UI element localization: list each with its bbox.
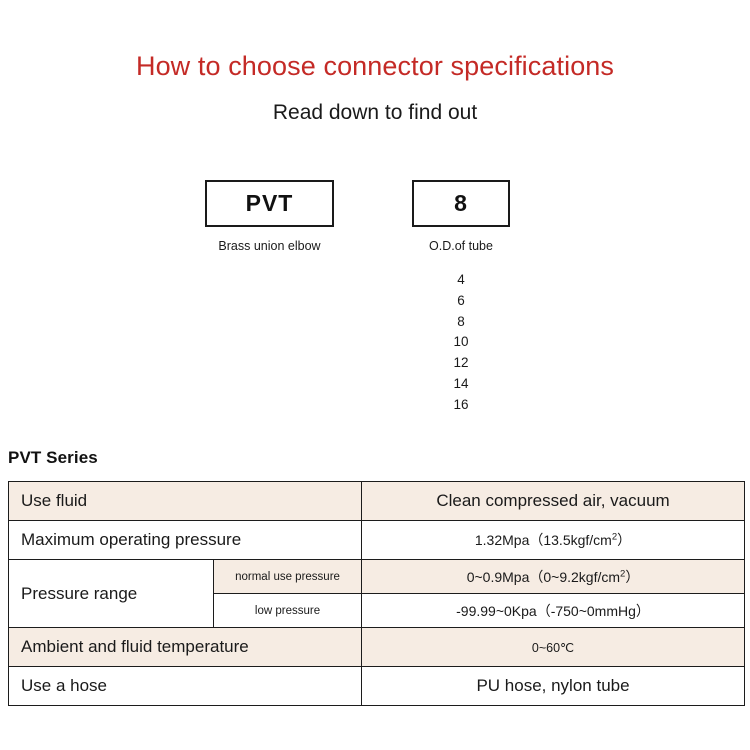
value-text-suffix: ） [617,532,632,548]
spec-sub-value: 0~0.9Mpa（0~9.2kgf/cm2） [361,559,746,594]
value-text-suffix: ） [625,568,640,585]
value-superscript: 2 [620,567,626,579]
page-subtitle: Read down to find out [272,101,478,124]
table-row: Ambient and fluid temperature 0~60℃ [7,627,746,667]
value-text: 0~0.9Mpa（0~9.2kgf/cm [466,568,621,585]
spec-row-label: Ambient and fluid temperature [7,627,363,667]
spec-row-label: Maximum operating pressure [7,520,363,560]
table-row: Use fluid Clean compressed air, vacuum [7,481,746,521]
selector-diagram: PVT Brass union elbow 8 O.D.of tube 4 6 … [0,180,750,430]
spec-row-value: PU hose, nylon tube [361,666,746,706]
tube-size-option[interactable]: 12 [453,355,469,371]
spec-row-label: Use fluid [7,481,363,521]
spec-row-label: Use a hose [7,666,363,706]
spec-sub-value: -99.99~0Kpa（-750~0mmHg） [361,593,746,628]
tube-size-option[interactable]: 10 [453,334,469,350]
tube-size-option-list: 4 6 8 10 12 14 16 [412,270,510,416]
series-code-caption: Brass union elbow [218,239,321,253]
specification-table: Use fluid Clean compressed air, vacuum M… [7,481,746,706]
spec-sub-label: normal use pressure [212,559,363,594]
tube-size-box[interactable]: 8 [412,180,510,227]
tube-size-option[interactable]: 8 [457,313,465,329]
table-row: Maximum operating pressure 1.32Mpa（13.5k… [7,520,746,560]
spec-sub-label: low pressure [212,593,363,628]
value-superscript: 2 [611,531,618,543]
tube-size-caption: O.D.of tube [429,239,493,253]
page-title: How to choose connector specifications [135,51,615,81]
tube-size-option[interactable]: 6 [457,292,465,308]
series-section-label: PVT Series [8,448,98,467]
spec-row-value: 0~60℃ [361,627,746,667]
tube-size-option[interactable]: 16 [453,396,469,412]
spec-row-value: 1.32Mpa（13.5kgf/cm2） [361,520,746,560]
table-row: Use a hose PU hose, nylon tube [7,666,746,706]
tube-size-option[interactable]: 14 [453,375,469,391]
series-code-box[interactable]: PVT [205,180,334,227]
table-row: Pressure range normal use pressure 0~0.9… [8,559,746,628]
tube-size-option[interactable]: 4 [457,272,465,287]
spec-row-value: Clean compressed air, vacuum [361,481,746,521]
spec-row-label: Pressure range [8,559,214,628]
value-text: 1.32Mpa（13.5kgf/cm [474,532,612,548]
